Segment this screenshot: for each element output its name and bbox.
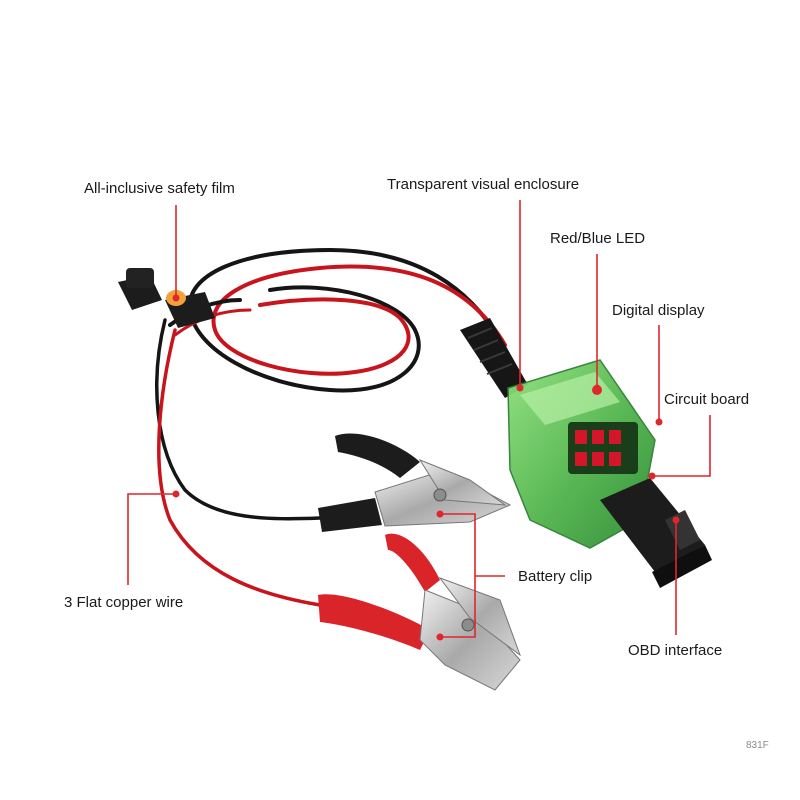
label-circuit-board: Circuit board <box>664 391 750 408</box>
leader-circuit-board <box>652 415 711 477</box>
black-wire-lead <box>155 318 322 521</box>
wire-harness <box>155 247 507 607</box>
label-display: Digital display <box>612 302 705 319</box>
label-safety-film: All-inclusive safety film <box>84 180 235 197</box>
black-battery-clip <box>318 433 512 532</box>
leader-dots <box>172 294 680 641</box>
cable-strain-relief <box>460 318 528 398</box>
fuse-holder <box>118 268 215 328</box>
leader-copper-wire <box>127 493 176 585</box>
label-obd-interface: OBD interface <box>628 642 723 659</box>
digital-display <box>568 422 638 474</box>
label-led: Red/Blue LED <box>550 230 646 247</box>
product-code: 831F <box>746 740 769 751</box>
red-cable-loop <box>211 264 507 376</box>
black-cable-loop <box>187 247 502 393</box>
red-battery-clip <box>318 533 522 691</box>
label-battery-clip: Battery clip <box>518 568 593 585</box>
leader-lines <box>127 200 711 638</box>
label-enclosure: Transparent visual enclosure <box>387 176 580 193</box>
red-wire-lead <box>157 328 322 607</box>
label-copper-wire: 3 Flat copper wire <box>64 594 184 611</box>
